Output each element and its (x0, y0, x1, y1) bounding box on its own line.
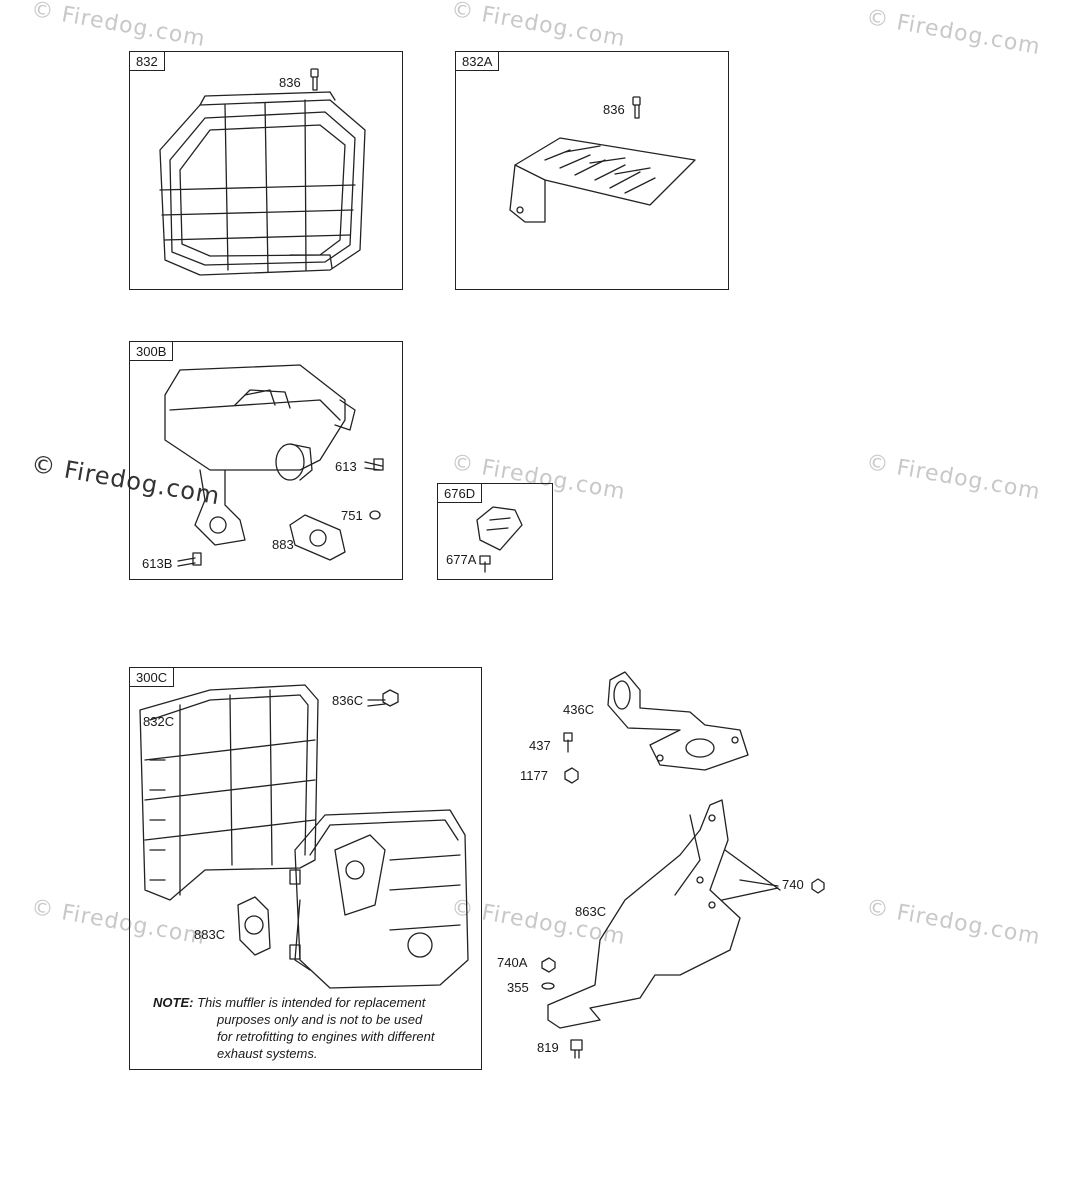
panel-tag: 300B (130, 342, 174, 361)
part-label: 883 (272, 537, 294, 552)
part-label: 613 (335, 459, 357, 474)
panel-300c: 300C (129, 667, 482, 1070)
part-label: 355 (507, 980, 529, 995)
bolt-drawing (177, 458, 583, 1059)
screw-drawing (310, 68, 641, 119)
panel-tag: 832A (456, 52, 500, 71)
part-label: 836 (279, 75, 301, 90)
part-label: 740 (782, 877, 804, 892)
part-label: 836C (332, 693, 364, 708)
part-label: 1177 (520, 768, 548, 783)
note-line: exhaust systems. (217, 1046, 318, 1061)
part-label: 836 (603, 102, 625, 117)
muffler-300b-drawing (164, 364, 356, 546)
part-label: 613B (142, 556, 173, 571)
part-label: 832C (143, 714, 175, 729)
part-label: 751 (341, 508, 363, 523)
nut-drawing (369, 510, 825, 990)
part-label: 863C (575, 904, 607, 919)
part-label: 437 (529, 738, 551, 753)
panel-832a: 832A (455, 51, 729, 290)
part-label: 436C (563, 702, 595, 717)
deflector-drawing (476, 506, 523, 551)
gasket-drawing (237, 514, 346, 956)
bracket-drawing (547, 799, 781, 1029)
part-label: 883C (194, 927, 226, 942)
muffler-300c-drawing (289, 809, 469, 989)
replacement-note: NOTE: This muffler is intended for repla… (153, 994, 473, 1062)
exhaust-elbow-drawing (607, 671, 749, 771)
panel-tag: 676D (438, 484, 483, 503)
note-line: purposes only and is not to be used (217, 1012, 423, 1027)
note-line: for retrofitting to engines with differe… (217, 1029, 435, 1044)
panel-300b: 300B (129, 341, 403, 580)
muffler-guard-300c-drawing (139, 684, 319, 901)
panel-832: 832 (129, 51, 403, 290)
note-label: NOTE: (153, 995, 194, 1010)
part-label: 740A (497, 955, 528, 970)
part-label: 819 (537, 1040, 559, 1055)
panel-676d: 676D (437, 483, 553, 580)
part-label: 677A (446, 552, 477, 567)
bolt-836c-drawing (367, 689, 399, 707)
panel-tag: 832 (130, 52, 165, 71)
muffler-guard-drawing (159, 91, 366, 276)
panel-tag: 300C (130, 668, 175, 687)
note-line: NOTE: This muffler is intended for repla… (153, 995, 426, 1010)
heat-shield-drawing (509, 137, 696, 223)
